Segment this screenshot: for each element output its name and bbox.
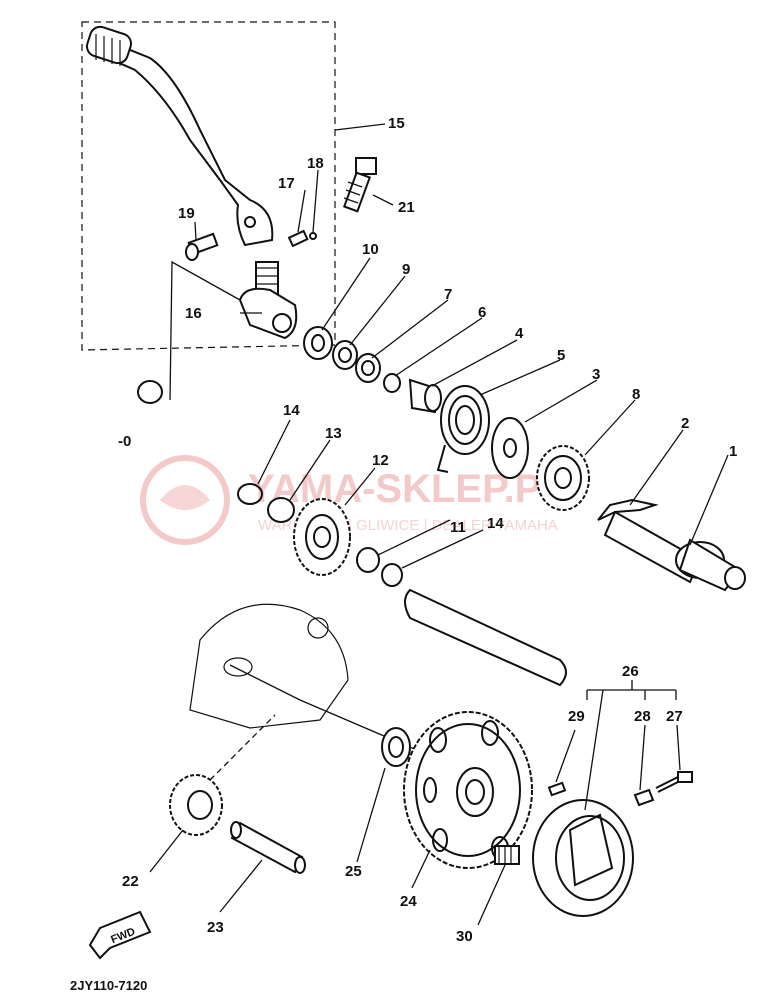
kick-crank bbox=[85, 25, 274, 247]
callout-19: 19 bbox=[178, 205, 195, 222]
ratchet-gear-8 bbox=[536, 445, 590, 511]
pin-23 bbox=[230, 821, 306, 874]
plunger-27 bbox=[677, 771, 693, 783]
callout-1: 1 bbox=[729, 443, 737, 460]
callout-7: 7 bbox=[444, 286, 452, 303]
pin-17 bbox=[287, 229, 309, 248]
ball-18 bbox=[309, 232, 317, 240]
washer-11 bbox=[356, 547, 380, 573]
callout-14a: 14 bbox=[283, 402, 300, 419]
callout-28: 28 bbox=[634, 708, 651, 725]
callout-2: 2 bbox=[681, 415, 689, 432]
callout-24: 24 bbox=[400, 893, 417, 910]
washer-25 bbox=[381, 727, 411, 767]
callout-30: 30 bbox=[456, 928, 473, 945]
circlip-14b bbox=[381, 563, 403, 587]
callout-10: 10 bbox=[362, 241, 379, 258]
callout-11: 11 bbox=[450, 519, 466, 536]
leader-lines bbox=[149, 123, 729, 926]
callout-22: 22 bbox=[122, 873, 139, 890]
watermark-logo-icon bbox=[140, 455, 230, 545]
spring-28 bbox=[633, 788, 655, 807]
callout-21: 21 bbox=[398, 199, 415, 216]
callout-9: 9 bbox=[402, 261, 410, 278]
callout-27: 27 bbox=[666, 708, 683, 725]
cap-20 bbox=[137, 380, 163, 404]
circlip-14a bbox=[237, 483, 263, 505]
callout-26: 26 bbox=[622, 663, 639, 680]
shaft bbox=[404, 588, 567, 687]
washer-13 bbox=[267, 497, 295, 523]
callout-16: 16 bbox=[185, 305, 202, 322]
callout-13: 13 bbox=[325, 425, 342, 442]
callout-15: 15 bbox=[388, 115, 405, 132]
bolt-19 bbox=[185, 232, 219, 261]
callout-17: 17 bbox=[278, 175, 295, 192]
kick-assembly-box bbox=[81, 21, 336, 351]
clip-2 bbox=[597, 498, 659, 521]
washers-row bbox=[303, 326, 442, 414]
callout-29: 29 bbox=[568, 708, 585, 725]
callout-4: 4 bbox=[515, 325, 524, 342]
callout-23: 23 bbox=[207, 919, 224, 936]
watermark-logo-mark bbox=[160, 485, 210, 510]
callout-25: 25 bbox=[345, 863, 362, 880]
catalog-code: 2JY110-7120 bbox=[70, 978, 147, 993]
roller-29 bbox=[547, 781, 567, 797]
callout-8: 8 bbox=[632, 386, 640, 403]
primary-gear-22 bbox=[169, 774, 223, 836]
kick-boss bbox=[238, 261, 298, 340]
washer-3 bbox=[491, 417, 529, 479]
kick-axle bbox=[603, 510, 746, 592]
callout-6: 6 bbox=[478, 304, 486, 321]
wheel-gear-24 bbox=[403, 711, 533, 869]
callout-3: 3 bbox=[592, 366, 600, 383]
kick-spring bbox=[436, 385, 490, 473]
callout-14b: 14 bbox=[487, 515, 504, 532]
bolt-21 bbox=[342, 157, 377, 213]
callout-12: 12 bbox=[372, 452, 389, 469]
idle-gear-12 bbox=[293, 498, 351, 576]
callout-18: 18 bbox=[307, 155, 324, 172]
bolt-30 bbox=[494, 845, 520, 865]
callouts: 1 2 3 4 5 6 7 8 9 10 11 12 13 14 14 15 1… bbox=[118, 115, 737, 945]
callout-20: -0 bbox=[118, 433, 131, 450]
callout-5: 5 bbox=[557, 347, 565, 364]
starter-clutch-26 bbox=[532, 799, 634, 917]
fwd-arrow-icon: FWD bbox=[88, 910, 152, 960]
cap-20-leader bbox=[169, 260, 241, 401]
